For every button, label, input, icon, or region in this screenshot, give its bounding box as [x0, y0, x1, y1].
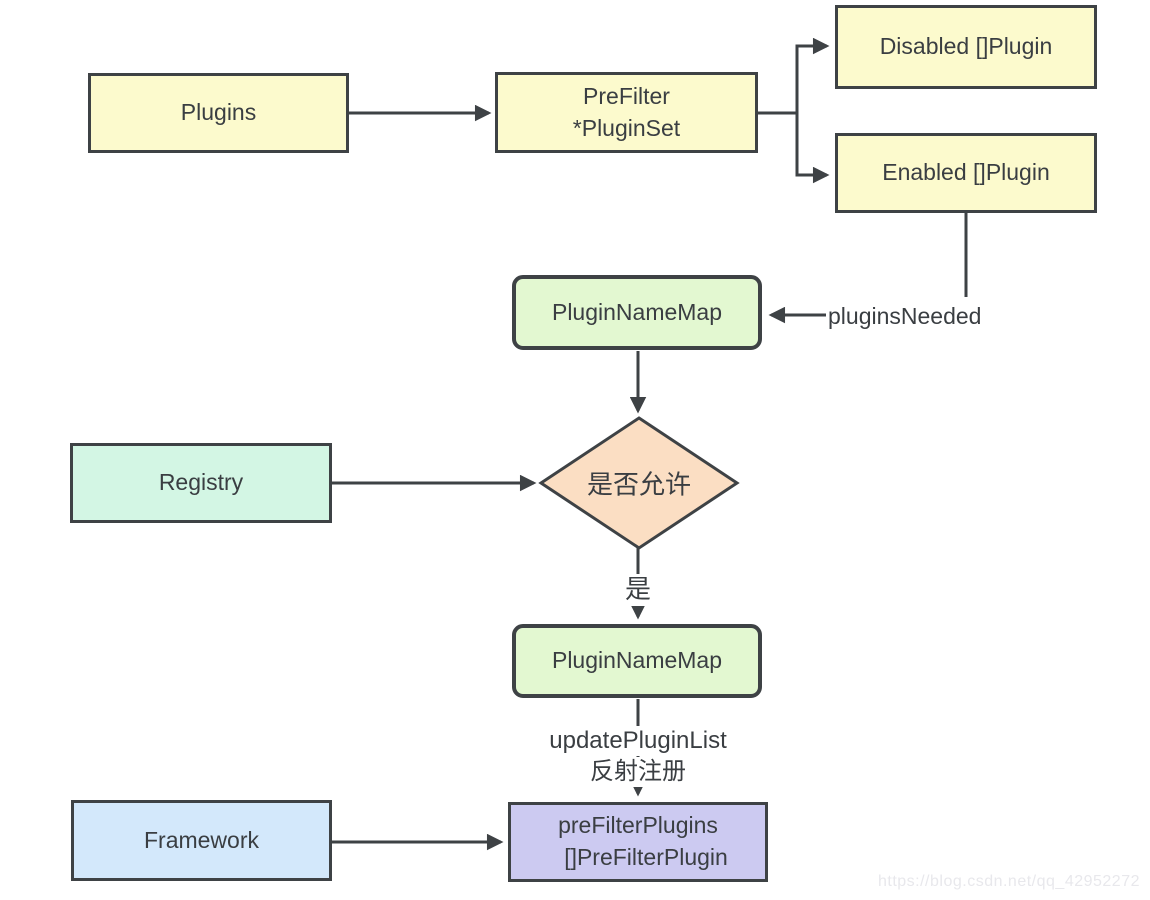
- watermark: https://blog.csdn.net/qq_42952272: [877, 873, 1140, 890]
- node-plugins: Plugins: [88, 73, 349, 153]
- edge-label-yes: 是: [620, 574, 656, 606]
- edge-label-reflection-register: 反射注册: [586, 757, 690, 787]
- node-plugin-name-map-top-label: PluginNameMap: [551, 298, 723, 325]
- node-enabled-plugins-label: Enabled []Plugin: [882, 159, 1050, 186]
- node-enabled-plugins: Enabled []Plugin: [835, 133, 1097, 213]
- node-plugin-name-map-top: PluginNameMap: [512, 275, 762, 350]
- node-prefilter: PreFilter *PluginSet: [495, 72, 758, 153]
- node-plugin-name-map-bottom-label: PluginNameMap: [551, 647, 723, 674]
- node-plugins-label: Plugins: [180, 99, 257, 126]
- node-disabled-plugins-label: Disabled []Plugin: [879, 33, 1053, 60]
- node-prefilter-label-line2: *PluginSet: [572, 114, 681, 141]
- edge-label-plugins-needed: pluginsNeeded: [828, 303, 982, 329]
- node-decision-label: 是否允许: [586, 469, 692, 500]
- edge-label-update-plugin-list: updatePluginList: [545, 726, 731, 756]
- node-prefilter-plugins: preFilterPlugins []PreFilterPlugin: [508, 802, 768, 882]
- node-registry: Registry: [70, 443, 332, 523]
- node-prefilter-plugins-label-line1: preFilterPlugins: [558, 812, 718, 839]
- node-prefilter-label-line1: PreFilter: [583, 82, 670, 109]
- node-plugin-name-map-bottom: PluginNameMap: [512, 624, 762, 698]
- node-framework: Framework: [71, 800, 332, 881]
- node-prefilter-plugins-label-line2: []PreFilterPlugin: [564, 844, 728, 870]
- decision-diamond-shape: [538, 416, 740, 550]
- node-disabled-plugins: Disabled []Plugin: [835, 5, 1097, 89]
- node-registry-label: Registry: [158, 469, 244, 496]
- node-framework-label: Framework: [143, 826, 259, 853]
